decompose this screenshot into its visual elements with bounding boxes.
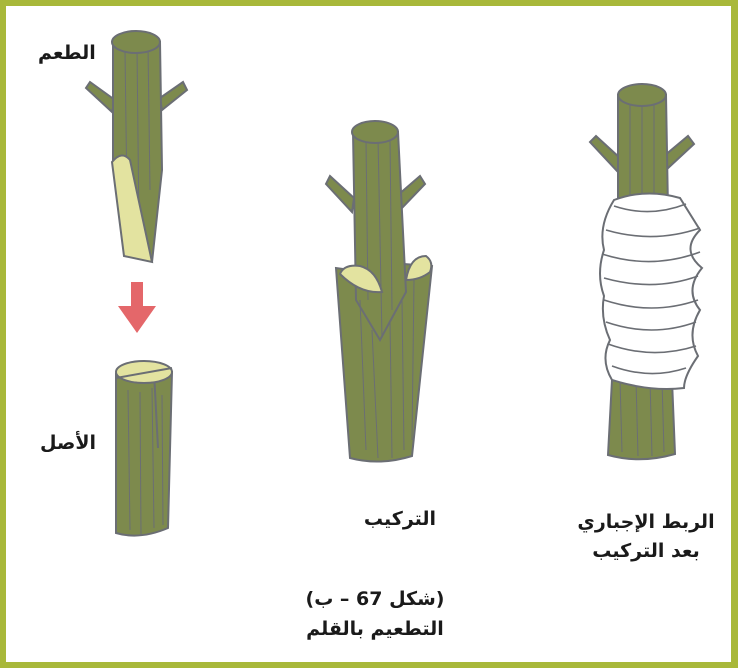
assembly-branch-left: [326, 176, 354, 212]
graft-assembly: [326, 121, 432, 462]
scion-branch-right: [160, 82, 187, 110]
scion-top-cut: [112, 31, 160, 53]
binding-label-line2: بعد التركيب: [565, 537, 727, 566]
assembly-label: التركيب: [350, 508, 450, 530]
rootstock-stump: [116, 361, 172, 536]
down-arrow-icon: [118, 282, 156, 333]
figure-number: (شكل 67 – ب): [260, 584, 490, 614]
binding-tape: [600, 193, 702, 389]
figure-title: التطعيم بالقلم: [260, 614, 490, 644]
rootstock-label: الأصل: [40, 432, 96, 454]
bound-branch-left: [590, 136, 620, 172]
bound-graft: [590, 84, 702, 459]
binding-label-line1: الربط الإجباري: [565, 508, 727, 537]
scion-label: الطعم: [38, 42, 96, 64]
scion-cutting: [86, 31, 187, 262]
figure-caption: (شكل 67 – ب) التطعيم بالقلم: [260, 584, 490, 644]
rootstock-stem: [116, 372, 172, 536]
bound-branch-right: [664, 136, 694, 170]
bound-top-cut: [618, 84, 666, 106]
assembly-top-cut: [352, 121, 398, 143]
scion-branch-left: [86, 82, 115, 112]
binding-label: الربط الإجباري بعد التركيب: [565, 508, 727, 566]
